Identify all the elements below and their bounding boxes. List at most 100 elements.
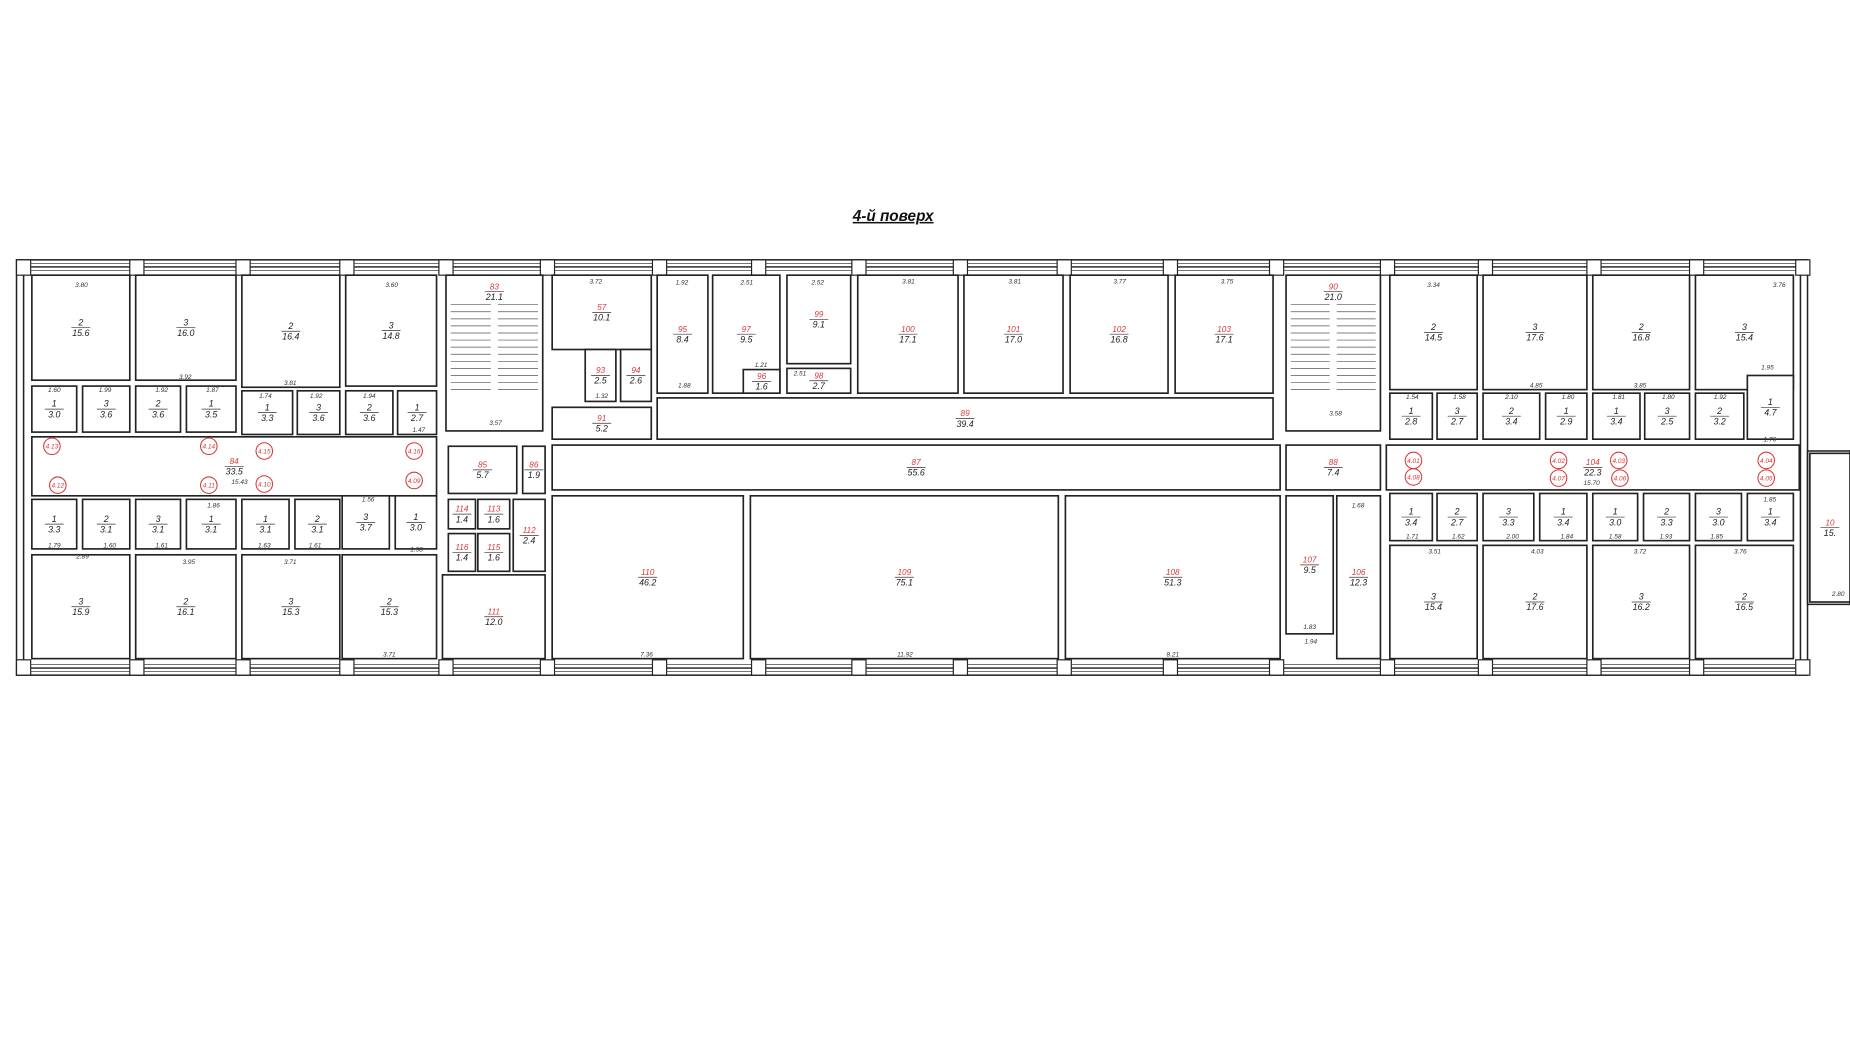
room-area: 1.6 (488, 514, 500, 524)
room-number: 2 (1508, 406, 1514, 416)
room[interactable]: 317.6 (1482, 274, 1588, 391)
room[interactable]: 314.8 (344, 274, 438, 387)
room-98[interactable]: 982.7 (786, 367, 852, 394)
room[interactable]: 23.6 (344, 389, 394, 436)
room-area: 3.7 (360, 523, 373, 533)
room-99[interactable]: 999.1 (786, 274, 852, 365)
room-area: 9.5 (1303, 565, 1315, 575)
room-88[interactable]: 887.4 (1285, 444, 1382, 491)
room[interactable]: 12.8 (1389, 392, 1434, 441)
wall-pier (952, 259, 969, 276)
room-94[interactable]: 942.6 (619, 348, 653, 403)
marker-label: 4.14 (203, 444, 216, 451)
room[interactable]: 33.0 (1694, 492, 1743, 542)
room[interactable]: 23.2 (1694, 392, 1745, 441)
room-area: 1.4 (456, 553, 468, 563)
room[interactable]: 13.3 (31, 498, 78, 550)
room[interactable]: 12.7 (396, 389, 438, 436)
room-number: 94 (631, 366, 641, 375)
room[interactable]: 216.1 (134, 553, 237, 660)
room[interactable]: 13.0 (31, 385, 78, 433)
room-96[interactable]: 961.6 (742, 368, 781, 394)
room[interactable]: 315.4 (1694, 274, 1795, 391)
room[interactable]: 32.7 (1436, 392, 1478, 441)
room[interactable]: 13.4 (1591, 392, 1641, 441)
room-86[interactable]: 861.9 (521, 445, 546, 495)
room[interactable]: 12.9 (1544, 392, 1588, 441)
room[interactable]: 13.4 (1538, 492, 1588, 542)
room[interactable]: 216.4 (241, 274, 341, 389)
room-area: 75.1 (896, 577, 913, 587)
room-93[interactable]: 932.5 (584, 348, 617, 403)
room[interactable]: 217.6 (1482, 544, 1588, 660)
room-number: 3 (1455, 406, 1460, 416)
room[interactable]: 14.7 (1746, 374, 1795, 441)
room[interactable]: 216.8 (1591, 274, 1691, 391)
room[interactable]: 315.4 (1389, 544, 1478, 660)
room[interactable]: 13.1 (241, 498, 290, 550)
room[interactable]: 216.5 (1694, 544, 1795, 660)
room[interactable]: 13.0 (394, 494, 438, 550)
room[interactable]: 23.3 (1642, 492, 1691, 542)
dimension-label: 1.32 (595, 393, 608, 400)
room[interactable]: 33.7 (341, 494, 391, 550)
room[interactable]: 215.6 (31, 274, 131, 382)
room[interactable]: 23.4 (1482, 392, 1541, 441)
room[interactable]: 316.2 (1591, 544, 1691, 660)
room[interactable]: 23.1 (294, 498, 341, 550)
room[interactable]: 33.3 (1482, 492, 1535, 542)
room[interactable]: 33.6 (81, 385, 131, 433)
room-95[interactable]: 958.4 (656, 274, 709, 394)
room[interactable]: 214.5 (1389, 274, 1478, 391)
room[interactable]: 13.3 (241, 389, 294, 436)
room[interactable]: 23.6 (134, 385, 182, 433)
wall-pier (1477, 259, 1494, 276)
room-number: 3 (1506, 507, 1511, 517)
room[interactable]: 13.4 (1389, 492, 1434, 542)
room-85[interactable]: 855.7 (447, 445, 518, 495)
room-91[interactable]: 915.2 (551, 406, 653, 441)
marker-label: 4.03 (1612, 458, 1625, 465)
room[interactable]: 315.3 (241, 553, 341, 660)
room[interactable]: 315.9 (31, 553, 131, 660)
room[interactable]: 13.4 (1746, 492, 1795, 542)
dimension-label: 2.00 (1505, 533, 1519, 540)
room-area: 1.4 (456, 514, 468, 524)
room[interactable]: 13.0 (1591, 492, 1639, 542)
room[interactable]: 33.1 (134, 498, 182, 550)
room[interactable]: 22.7 (1436, 492, 1478, 542)
room[interactable]: 32.5 (1643, 392, 1691, 441)
room[interactable]: 316.0 (134, 274, 237, 382)
room[interactable]: 23.1 (81, 498, 131, 550)
room[interactable]: 13.5 (185, 385, 237, 433)
room[interactable]: 33.6 (296, 389, 341, 436)
room-number: 3 (1742, 322, 1747, 332)
room[interactable]: 13.1 (185, 498, 237, 550)
room[interactable]: 215.3 (341, 553, 438, 660)
room-area: 5.7 (476, 470, 489, 480)
room-number: 1 (1409, 507, 1414, 517)
